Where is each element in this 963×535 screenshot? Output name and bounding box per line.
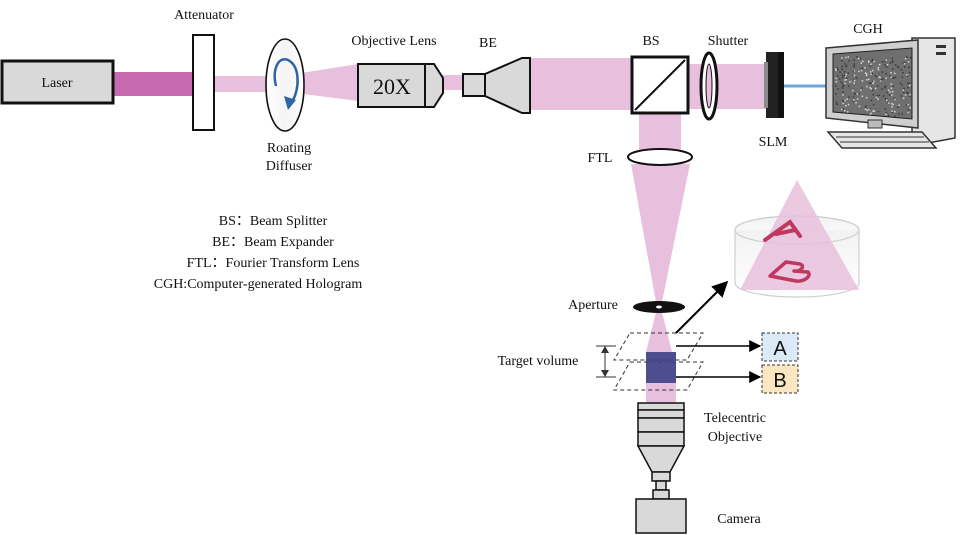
plane-b-box: B: [761, 364, 799, 394]
beam-diffuser-to-objective: [295, 64, 358, 101]
rotation-arrow-icon: [273, 58, 299, 110]
legend-item-bs: BS：Beam Splitter: [219, 214, 328, 229]
beam-ftl-focus: [631, 164, 690, 302]
laser: Laser: [0, 59, 115, 105]
plane-a-box: A: [761, 332, 799, 362]
bs-label: BS: [642, 34, 659, 49]
computer-icon: CGH: [825, 22, 956, 149]
shutter: Shutter: [699, 34, 749, 121]
objective-lens-label: Objective Lens: [351, 34, 436, 49]
camera: Camera: [635, 498, 762, 534]
beam-be-to-bs: [530, 58, 632, 110]
diffuser-label-line2: Diffuser: [266, 159, 313, 174]
hologram-inset: [734, 180, 860, 298]
beam-laser-to-attenuator: [113, 72, 193, 96]
legend-item-ftl: FTL：Fourier Transform Lens: [187, 256, 360, 271]
objective-magnification: 20X: [373, 74, 411, 99]
beam-expander: BE: [462, 36, 531, 114]
telecentric-objective: Telecentric Objective: [636, 402, 766, 500]
diffuser-label-line1: Roating: [267, 141, 311, 156]
letter-b-glyph: [768, 260, 811, 283]
beam-attenuator-to-diffuser: [214, 76, 275, 92]
cgh-label: CGH: [853, 22, 883, 37]
attenuator: Attenuator: [174, 8, 234, 131]
hologram-noise-pattern: [835, 56, 912, 117]
telecentric-label-line2: Objective: [708, 430, 762, 445]
legend-item-cgh: CGH:Computer-generated Hologram: [154, 277, 363, 292]
beam-splitter: BS: [630, 34, 690, 115]
slm-label: SLM: [759, 135, 788, 150]
slm: SLM: [759, 52, 836, 150]
shutter-label: Shutter: [708, 34, 749, 49]
beam-bs-to-ftl: [639, 113, 681, 153]
rotating-diffuser: Roating Diffuser: [265, 38, 313, 174]
fourier-transform-lens: FTL: [588, 148, 693, 166]
beam-aperture-to-volume: [646, 312, 672, 352]
target-volume-label: Target volume: [498, 354, 579, 369]
ftl-label: FTL: [588, 151, 613, 166]
attenuator-label: Attenuator: [174, 8, 234, 23]
inset-pointer-arrow: [675, 280, 729, 334]
beam-volume-to-objective: [646, 383, 676, 403]
legend-item-be: BE：Beam Expander: [212, 235, 334, 250]
plane-a-label: A: [773, 338, 787, 360]
telecentric-label-line1: Telecentric: [704, 411, 766, 426]
letter-a-glyph: [763, 219, 802, 242]
objective-lens: 20X Objective Lens: [351, 34, 444, 108]
aperture: Aperture: [568, 298, 685, 313]
aperture-label: Aperture: [568, 298, 618, 313]
beam-objective-to-be: [443, 75, 463, 90]
camera-label: Camera: [717, 512, 761, 527]
laser-label: Laser: [41, 76, 72, 91]
be-label: BE: [479, 36, 497, 51]
plane-b-label: B: [773, 370, 786, 392]
target-volume: Target volume: [498, 332, 704, 391]
abbreviation-legend: BS：Beam Splitter BE：Beam Expander FTL：Fo…: [154, 214, 363, 292]
